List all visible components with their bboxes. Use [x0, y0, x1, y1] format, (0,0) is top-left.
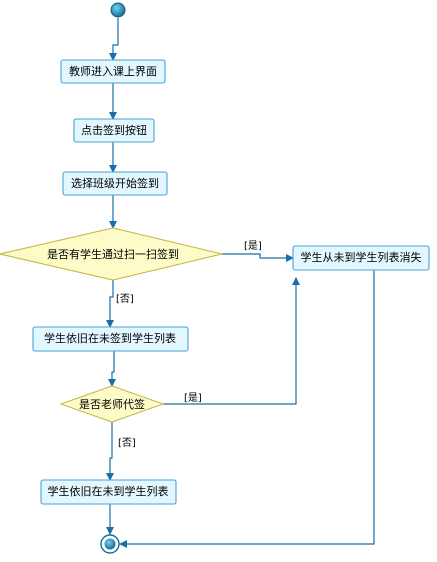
action-choose-class-label: 选择班级开始签到 [71, 176, 159, 190]
action-still-absent: 学生依旧在未到学生列表 [40, 479, 177, 505]
decision-scan: 是否有学生通过扫一扫签到 [0, 227, 223, 281]
decision-scan-label: 是否有学生通过扫一扫签到 [47, 247, 179, 261]
edge-remove-to-end [119, 270, 375, 548]
decision-teacher-label: 是否老师代签 [79, 397, 145, 411]
edge-teacher-no-to-still2 [106, 422, 114, 481]
edge-still1-to-decision-teacher [108, 351, 116, 387]
edge-label-yes-2: [是] [184, 392, 202, 404]
edge-teacher-yes-to-remove [163, 277, 300, 405]
action-remove-from-list-label: 学生从未到学生列表消失 [301, 250, 422, 264]
action-click-checkin: 点击签到按钮 [73, 118, 155, 143]
action-click-checkin-label: 点击签到按钮 [81, 123, 147, 137]
action-still-unchecked-label: 学生依旧在未签到学生列表 [44, 331, 176, 345]
edge-start-to-enter [109, 18, 119, 61]
edge-decision-no-to-still1 [106, 280, 114, 328]
action-enter-class: 教师进入课上界面 [60, 59, 166, 84]
action-still-unchecked: 学生依旧在未签到学生列表 [32, 326, 189, 352]
edge-label-no-2: [否] [118, 437, 136, 449]
decision-teacher: 是否老师代签 [59, 385, 165, 423]
action-choose-class: 选择班级开始签到 [62, 171, 168, 196]
end-node [100, 534, 120, 554]
action-still-absent-label: 学生依旧在未到学生列表 [48, 484, 169, 498]
start-node [110, 2, 126, 18]
edge-label-no-1: [否] [116, 293, 134, 305]
action-enter-class-label: 教师进入课上界面 [69, 65, 157, 78]
action-remove-from-list: 学生从未到学生列表消失 [292, 245, 430, 271]
edge-decision-yes-to-remove [222, 253, 294, 262]
edge-label-yes-1: [是] [244, 240, 262, 252]
